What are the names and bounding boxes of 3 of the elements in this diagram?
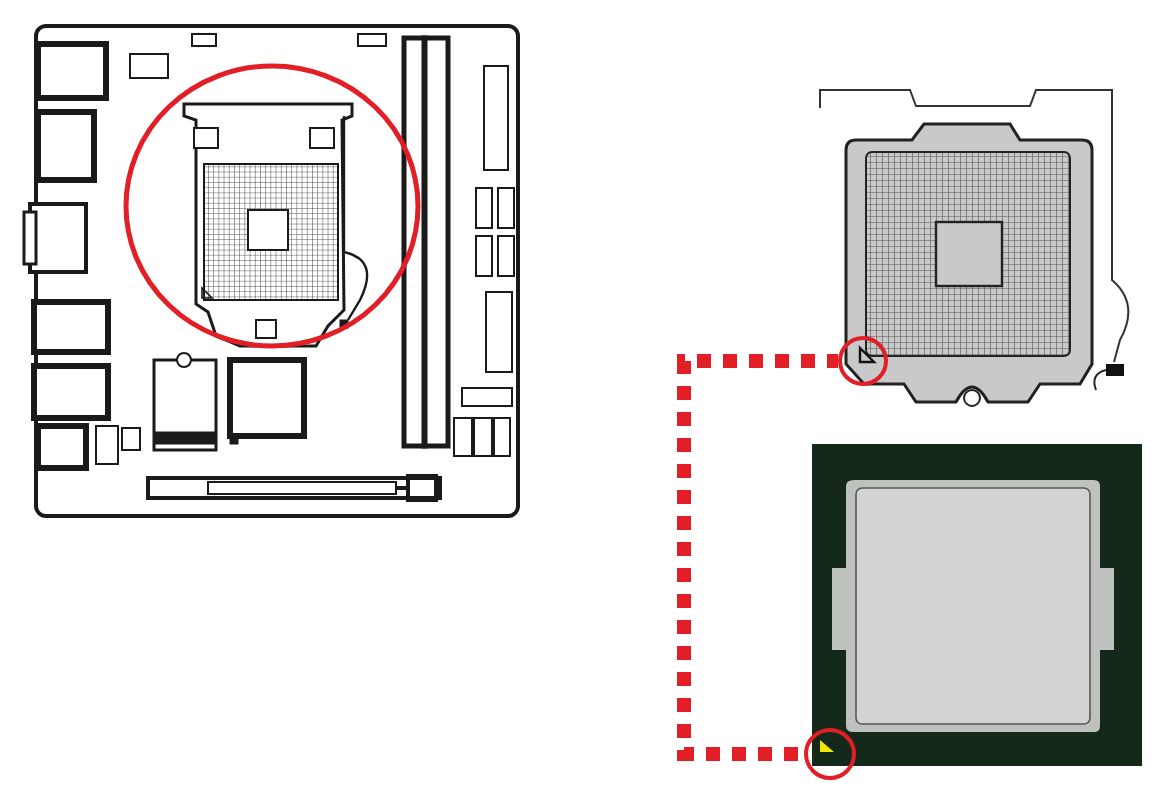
highlight-circle [838,336,888,386]
highlight-circle [804,728,856,780]
dotted-line [677,354,838,761]
